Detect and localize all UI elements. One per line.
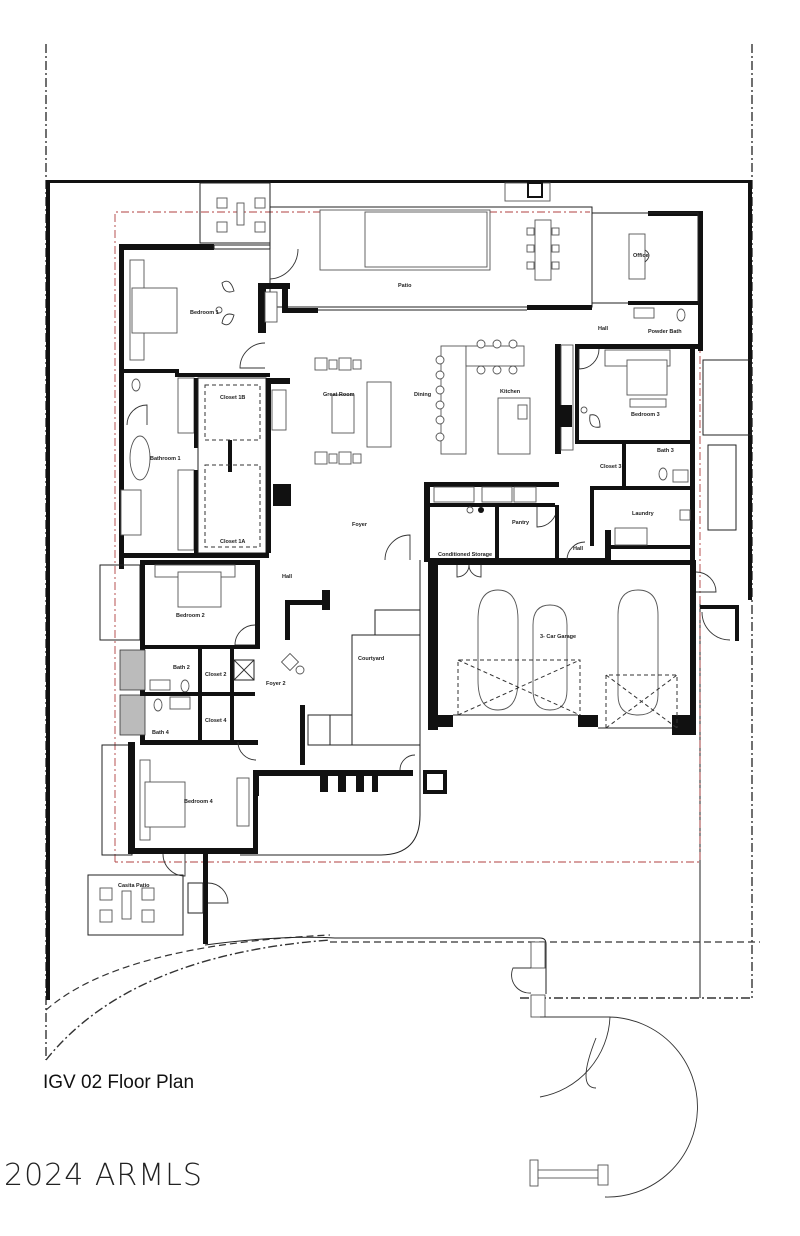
label-foyer2: Foyer 2	[266, 681, 286, 687]
casita-area: Bedroom 4 Casita Patio	[87, 741, 258, 944]
label-garage: 3- Car Garage	[540, 634, 576, 640]
label-dining: Dining	[414, 392, 431, 398]
label-bedroom3: Bedroom 3	[631, 412, 660, 418]
office-room: Office Hall Powder Bath	[591, 211, 703, 351]
label-office: Office	[633, 253, 649, 259]
property-lines	[45, 44, 760, 1061]
label-great-room: Great Room	[323, 392, 355, 398]
storage-pantry-area: Conditioned Storage Pantry Hall	[424, 482, 611, 563]
label-bath3: Bath 3	[657, 448, 674, 454]
label-casita-patio: Casita Patio	[118, 883, 150, 889]
label-closet3: Closet 3	[600, 464, 621, 470]
label-hall-north: Hall	[598, 326, 609, 332]
courtyard-area: Courtyard	[240, 560, 447, 856]
copyright-watermark: 2024 ARMLS	[4, 1158, 203, 1193]
label-laundry: Laundry	[632, 511, 655, 517]
bedroom3-room: Bedroom 3 Closet 3 Bath 3 Laundry	[575, 344, 752, 569]
label-patio: Patio	[398, 283, 412, 289]
plan-title: IGV 02 Floor Plan	[43, 1072, 195, 1093]
label-hall-west: Hall	[282, 574, 293, 580]
great-room-area: Great Room Dining Kitchen Foyer	[314, 339, 574, 561]
label-closet2: Closet 2	[205, 672, 226, 678]
label-courtyard: Courtyard	[358, 656, 384, 662]
label-foyer: Foyer	[352, 522, 368, 528]
entry-walkway	[204, 936, 698, 1198]
patio-area: Patio	[199, 182, 593, 310]
garage-area: 3- Car Garage	[428, 560, 739, 735]
label-bath4: Bath 4	[152, 730, 170, 736]
label-bedroom4: Bedroom 4	[184, 799, 214, 805]
bedroom1-room: Bedroom 1	[119, 244, 527, 369]
label-bedroom2: Bedroom 2	[176, 613, 205, 619]
west-wing: Bedroom 2 Bath 2 Closet 2 Closet 4 Bath …	[99, 560, 330, 765]
label-bathroom1: Bathroom 1	[150, 456, 181, 462]
label-closet4: Closet 4	[205, 718, 227, 724]
label-pantry: Pantry	[512, 520, 530, 526]
label-bedroom1: Bedroom 1	[190, 310, 219, 316]
label-kitchen: Kitchen	[500, 389, 521, 395]
primary-suite-bath: Bathroom 1 Closet 1B Closet 1A	[119, 369, 291, 569]
label-powder-bath: Powder Bath	[648, 329, 682, 335]
label-closet1a: Closet 1A	[220, 539, 245, 545]
label-bath2: Bath 2	[173, 665, 190, 671]
label-closet1b: Closet 1B	[220, 395, 245, 401]
label-hall-east: Hall	[573, 546, 584, 552]
label-conditioned-storage: Conditioned Storage	[438, 552, 492, 558]
